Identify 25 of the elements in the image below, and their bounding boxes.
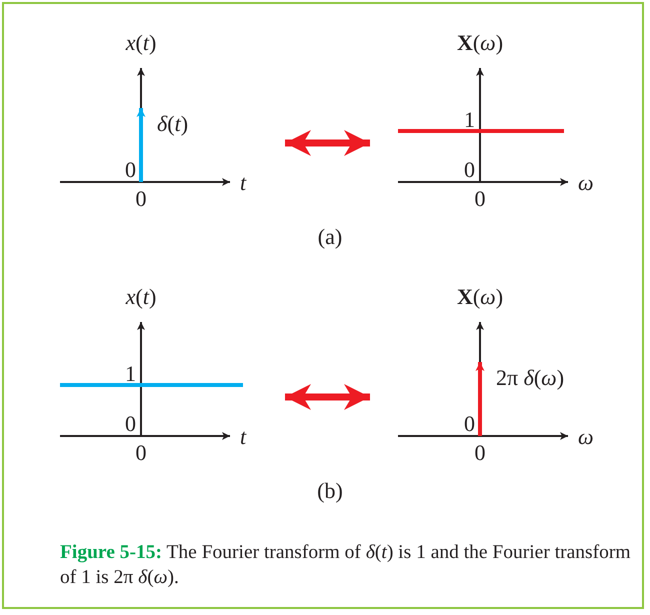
double-headed-arrow: [285, 130, 370, 156]
tick-label: 0: [125, 159, 136, 181]
axis-label: x(t): [126, 286, 156, 308]
tick-label: 1: [464, 109, 475, 131]
subfigure-label: (a): [318, 226, 342, 248]
axis-label: ω: [578, 426, 594, 448]
axis-label: t: [240, 172, 246, 194]
signal-label: δ(t): [157, 113, 188, 135]
tick-label: 0: [464, 413, 475, 435]
axis-label: x(t): [126, 32, 156, 54]
figure-caption: Figure 5-15: The Fourier transform of δ(t) is 1 and the Fourier transform of 1 is 2π δ(ω).: [60, 541, 632, 590]
axis-label: X(ω): [456, 286, 504, 308]
tick-label: 0: [125, 413, 136, 435]
tick-label: 0: [136, 442, 146, 464]
subfigure-label: (b): [317, 480, 343, 502]
double-headed-arrow: [285, 384, 370, 410]
tick-label: 0: [474, 188, 486, 210]
tick-label: 0: [474, 442, 486, 464]
tick-label: 1: [125, 363, 136, 385]
axis-label: ω: [578, 172, 594, 194]
tick-label: 0: [464, 159, 475, 181]
signal-label: 2π δ(ω): [496, 367, 564, 389]
tick-label: 0: [136, 188, 146, 210]
axis-label: t: [240, 426, 246, 448]
axis-label: X(ω): [456, 32, 504, 54]
